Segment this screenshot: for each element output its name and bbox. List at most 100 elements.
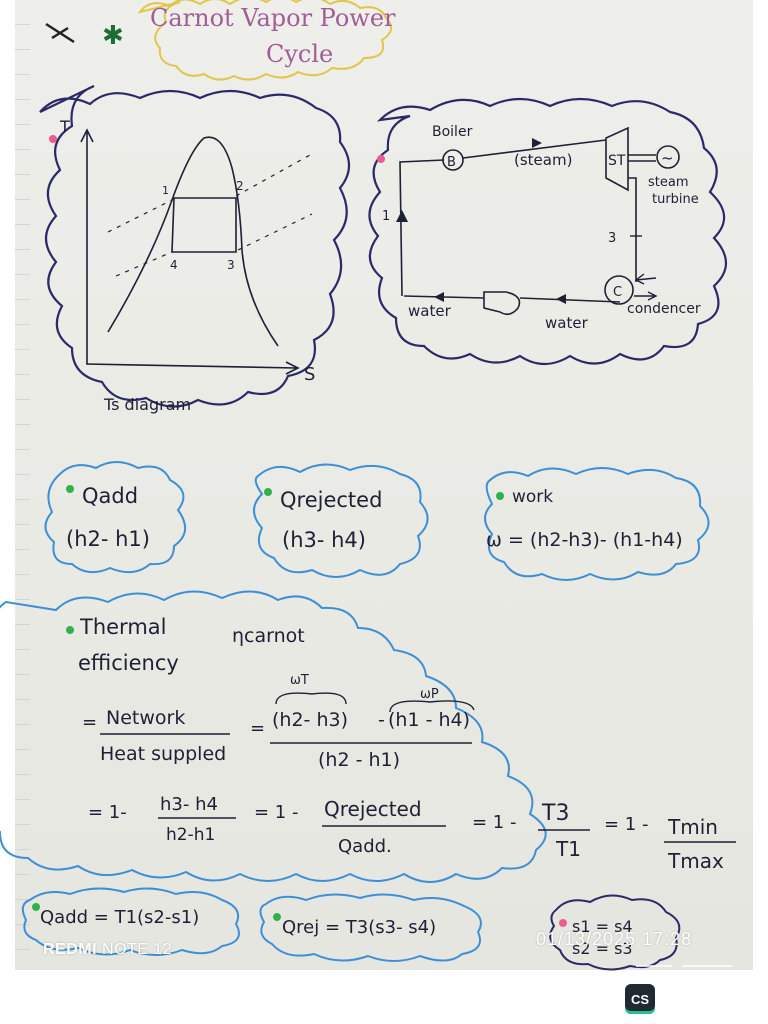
star-icon: ✱ xyxy=(102,21,124,51)
generator-symbol: ~ xyxy=(661,149,674,167)
pump-icon xyxy=(483,291,521,316)
date-stamp: 01/13/2025 17:28 xyxy=(536,929,693,949)
bullet-green-work xyxy=(496,492,504,500)
eq-one-minus-1: = 1- xyxy=(88,802,127,823)
eq-sign-1: = xyxy=(82,712,97,733)
q-rejected-title: Qrejected xyxy=(280,488,382,512)
wp-label: ωP xyxy=(420,687,439,702)
bullet-green-qrej-entropy xyxy=(273,913,281,921)
wt-brace xyxy=(275,692,347,705)
q-rej-entropy-cloud xyxy=(259,893,482,962)
bullet-green-qadd-entropy xyxy=(32,903,40,911)
eq-one-minus-2: = 1 - xyxy=(254,802,298,823)
entropy-eq-2: s2 = s3 xyxy=(572,939,633,958)
ruled-margin xyxy=(15,0,30,970)
q-add-entropy: Qadd = T1(s2-s1) xyxy=(40,907,199,928)
camscanner-app-icon[interactable]: CS xyxy=(625,984,655,1014)
efficiency-heading-1: Thermal xyxy=(79,615,166,639)
entropy-eq-1: s1 = s4 xyxy=(572,917,633,936)
water-bottom-label: water xyxy=(545,314,589,332)
boiler-label: Boiler xyxy=(432,124,473,140)
circuit-point-3: 3 xyxy=(608,231,616,246)
frac-q-den: Qadd. xyxy=(338,836,392,857)
ts-diagram-caption: Ts diagram xyxy=(103,395,191,414)
bullet-green-efficiency xyxy=(66,626,74,634)
saturation-dome xyxy=(107,136,279,347)
bullet-pink-entropy xyxy=(559,919,567,927)
s-axis-label: S xyxy=(304,364,315,385)
wt-label: ωT xyxy=(290,673,309,688)
title-line-2: Cycle xyxy=(266,40,333,68)
coolant-in-arrow-icon xyxy=(634,273,657,285)
isobar-high xyxy=(107,154,311,233)
frac-q-num: Qrejected xyxy=(324,797,422,821)
isobar-low xyxy=(115,213,313,277)
q-add-title: Qadd xyxy=(82,484,138,508)
network-label: Network xyxy=(106,707,185,729)
generator-icon xyxy=(656,145,680,169)
q-add-cloud xyxy=(44,461,186,574)
ts-diagram-cloud xyxy=(39,84,351,408)
brand-rest: NOTE 12 xyxy=(97,941,173,958)
turbine-icon xyxy=(605,126,629,192)
frac-h-den: h2-h1 xyxy=(166,825,215,845)
q-rej-entropy: Qrej = T3(s3- s4) xyxy=(282,917,436,938)
steam-arrow-icon xyxy=(532,138,542,148)
boiler-icon xyxy=(442,149,464,171)
circuit-cloud xyxy=(368,97,728,366)
frac-t-num: T3 xyxy=(541,801,569,826)
boiler-symbol: B xyxy=(447,155,456,170)
bullet-pink-circuit xyxy=(377,155,385,163)
entropy-eq-cloud xyxy=(549,894,681,971)
eq-one-minus-3: = 1 - xyxy=(472,812,516,833)
eta-carnot: ηcarnot xyxy=(232,625,305,647)
frac-m-num: Tmin xyxy=(667,815,718,839)
work-formula: ω = (h2-h3)- (h1-h4) xyxy=(486,529,683,551)
efficiency-cloud xyxy=(0,590,547,883)
circuit-point-1: 1 xyxy=(382,209,390,224)
q-rejected-formula: (h3- h4) xyxy=(282,528,366,552)
t-axis-label: T xyxy=(59,117,70,136)
turbine-symbol: ST xyxy=(608,153,626,169)
condenser-icon xyxy=(604,275,634,305)
water-arrow-right-icon xyxy=(556,294,566,304)
pump-arrow-icon xyxy=(396,210,408,222)
bullet-pink-ts xyxy=(49,135,57,143)
heat-supplied-label: Heat suppled xyxy=(100,743,226,765)
numerator-minus: - xyxy=(378,709,385,731)
denominator-enthalpy: (h2 - h1) xyxy=(318,749,400,771)
turbine-shaft xyxy=(628,154,656,162)
coolant-out-arrow-icon xyxy=(634,291,658,301)
frac-m-den: Tmax xyxy=(667,849,724,873)
strike-icon xyxy=(45,22,75,44)
q-add-formula: (h2- h1) xyxy=(66,527,150,551)
eq-sign-2: = xyxy=(250,718,265,739)
q-add-entropy-cloud xyxy=(21,887,240,956)
work-cloud xyxy=(484,467,710,581)
ts-point-1: 1 xyxy=(162,184,169,197)
circuit-wires xyxy=(399,139,637,303)
efficiency-heading-2: efficiency xyxy=(78,651,179,675)
water-left-label: water xyxy=(408,302,452,320)
camera-watermark: REDMI NOTE 12 xyxy=(43,941,172,959)
numerator-2: (h1 - h4) xyxy=(388,709,470,731)
bullet-green-qadd xyxy=(66,485,74,493)
frac-h-num: h3- h4 xyxy=(160,794,218,815)
title-line-1: Carnot Vapor Power xyxy=(150,4,396,32)
turbine-label-1: steam xyxy=(648,175,689,190)
frac-t-den: T1 xyxy=(555,837,581,861)
steam-label: (steam) xyxy=(514,151,572,169)
condenser-symbol: C xyxy=(613,285,622,300)
wp-brace xyxy=(389,700,475,713)
numerator-1: (h2- h3) xyxy=(272,709,348,731)
ts-point-4: 4 xyxy=(170,258,178,272)
water-arrow-left-icon xyxy=(434,292,444,302)
work-title: work xyxy=(512,487,553,507)
eq-one-minus-4: = 1 - xyxy=(604,814,648,835)
t-axis xyxy=(80,128,94,364)
carnot-cycle-rectangle xyxy=(171,197,237,253)
bullet-green-qrej xyxy=(264,488,272,496)
q-rejected-cloud xyxy=(253,463,429,578)
brand-bold: REDMI xyxy=(43,941,98,958)
